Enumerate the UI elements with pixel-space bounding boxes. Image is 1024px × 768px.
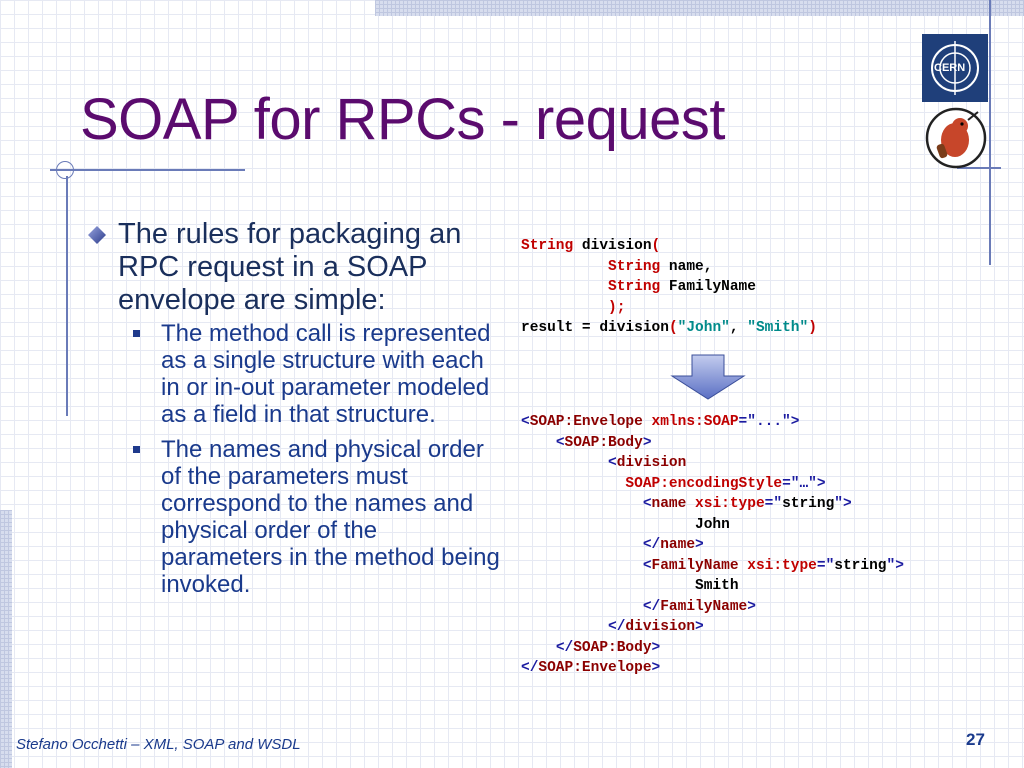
horizontal-rule-title xyxy=(50,169,245,171)
soap-xml-code: <SOAP:Envelope xmlns:SOAP="..."> <SOAP:B… xyxy=(521,412,904,679)
code-line: </FamilyName> xyxy=(642,598,756,615)
code-line: </SOAP:Envelope> xyxy=(521,660,661,676)
down-arrow-icon xyxy=(670,354,746,400)
code-line: <division xyxy=(608,455,687,471)
diamond-bullet-icon xyxy=(88,226,106,244)
main-bullet-text: The rules for packaging an RPC request i… xyxy=(118,218,462,316)
code-line: String name, xyxy=(608,258,713,275)
square-bullet-icon xyxy=(133,330,140,337)
method-signature-code: String division( String name, String Fam… xyxy=(521,236,817,339)
cern-logo: CERN xyxy=(922,34,988,102)
code-line: John xyxy=(521,516,730,533)
sub-bullet: The names and physical order of the para… xyxy=(88,436,503,598)
code-line: <name xsi:type="string"> xyxy=(642,496,852,512)
code-line: Smith xyxy=(521,578,739,594)
code-line: </SOAP:Body> xyxy=(555,639,661,656)
code-line: String FamilyName xyxy=(608,279,756,295)
sub-bullet-text: The method call is represented as a sing… xyxy=(161,320,491,428)
code-line: <SOAP:Envelope xmlns:SOAP="..."> xyxy=(521,414,800,430)
beaver-mascot-logo xyxy=(922,106,990,170)
slide-body: The rules for packaging an RPC request i… xyxy=(88,218,503,598)
crosshair-circle xyxy=(56,161,74,179)
svg-text:CERN: CERN xyxy=(934,62,965,74)
code-line: </division> xyxy=(608,619,704,635)
code-line: String division( xyxy=(521,238,661,254)
code-line: SOAP:encodingStyle="…"> xyxy=(625,475,826,492)
code-line: result = division("John", "Smith") xyxy=(521,320,817,336)
horizontal-rule-right xyxy=(957,167,1001,169)
code-line: <FamilyName xsi:type="string"> xyxy=(642,557,904,574)
square-bullet-icon xyxy=(133,446,140,453)
slide-title: SOAP for RPCs - request xyxy=(80,87,726,152)
sub-bullet: The method call is represented as a sing… xyxy=(88,320,503,428)
vertical-rule-left xyxy=(66,176,68,416)
main-bullet: The rules for packaging an RPC request i… xyxy=(88,218,503,317)
left-decorative-band xyxy=(0,510,12,768)
vertical-rule-right xyxy=(989,0,991,265)
code-line: <SOAP:Body> xyxy=(555,434,652,451)
footer-author: Stefano Occhetti – XML, SOAP and WSDL xyxy=(16,736,301,753)
page-number: 27 xyxy=(966,730,985,749)
sub-bullet-text: The names and physical order of the para… xyxy=(161,436,500,598)
code-line: ); xyxy=(608,299,626,316)
code-line: </name> xyxy=(642,537,704,553)
top-decorative-band xyxy=(375,0,1024,16)
